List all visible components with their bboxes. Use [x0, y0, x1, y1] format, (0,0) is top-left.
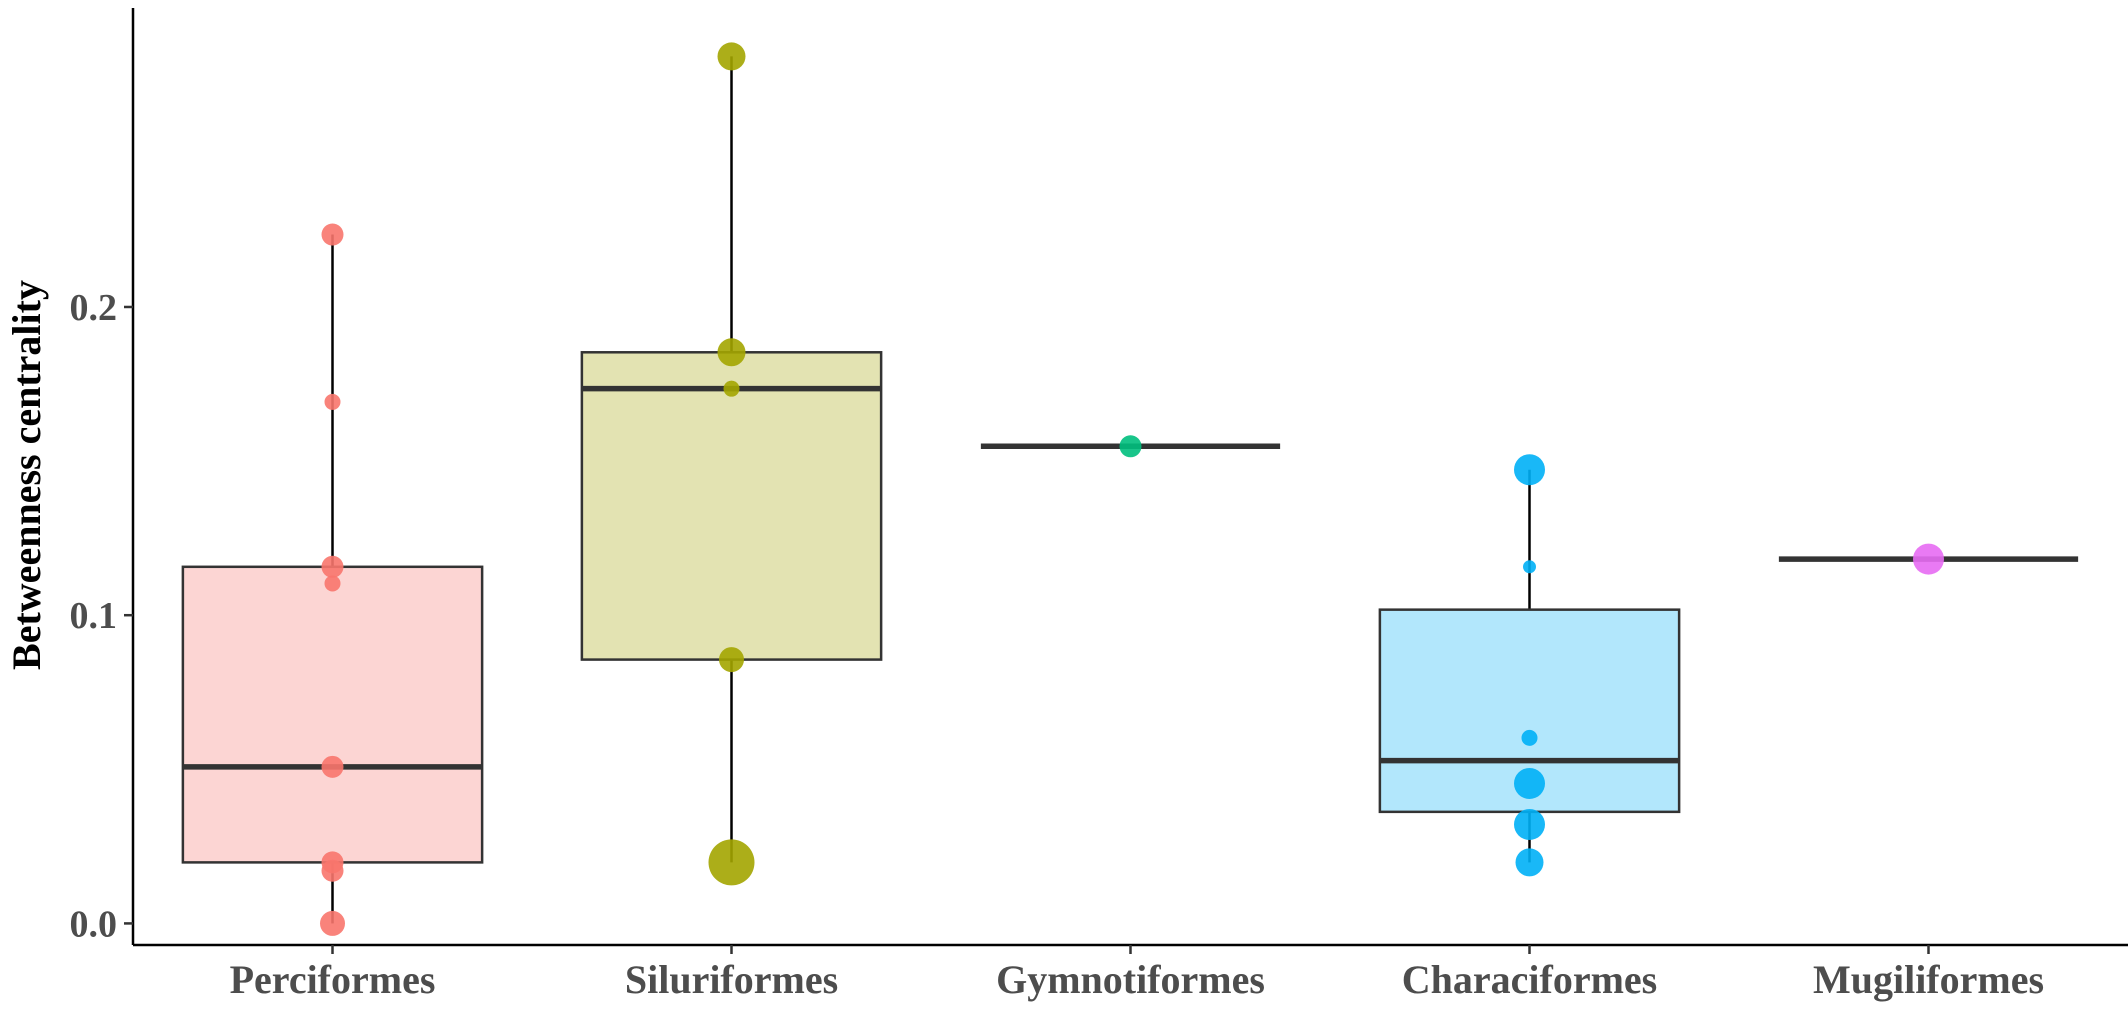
x-tick-label: Gymnotiformes — [996, 957, 1265, 1002]
data-point — [1514, 768, 1545, 799]
data-point — [1913, 544, 1944, 575]
data-point — [1120, 435, 1142, 457]
y-tick-label: 0.2 — [70, 287, 118, 329]
data-point — [322, 756, 344, 778]
points-layer — [320, 42, 1944, 936]
box-rect — [183, 567, 482, 863]
data-point — [320, 911, 345, 936]
data-point — [1514, 454, 1545, 485]
y-tick-label: 0.1 — [70, 595, 118, 637]
data-point — [718, 338, 746, 366]
x-tick-label: Siluriformes — [625, 957, 838, 1002]
box-group-characiformes — [1380, 470, 1679, 863]
data-point — [719, 647, 744, 672]
box-rect — [582, 352, 881, 659]
y-axis-label: Betweenness centrality — [4, 280, 49, 670]
data-point — [1514, 809, 1545, 840]
data-point — [322, 224, 344, 246]
data-point — [322, 860, 344, 882]
boxes-layer — [183, 56, 2078, 923]
data-point — [709, 839, 755, 885]
data-point — [1523, 560, 1536, 573]
data-point — [325, 575, 341, 591]
x-tick-label: Mugiliformes — [1813, 957, 2044, 1002]
data-point — [1522, 730, 1538, 746]
x-tick-label: Characiformes — [1402, 957, 1657, 1002]
data-point — [718, 42, 746, 70]
data-point — [724, 381, 740, 397]
x-tick-label: Perciformes — [230, 957, 436, 1002]
data-point — [322, 556, 344, 578]
box-group-siluriformes — [582, 56, 881, 862]
data-point — [1516, 848, 1544, 876]
data-point — [325, 394, 341, 410]
y-tick-label: 0.0 — [70, 903, 118, 945]
